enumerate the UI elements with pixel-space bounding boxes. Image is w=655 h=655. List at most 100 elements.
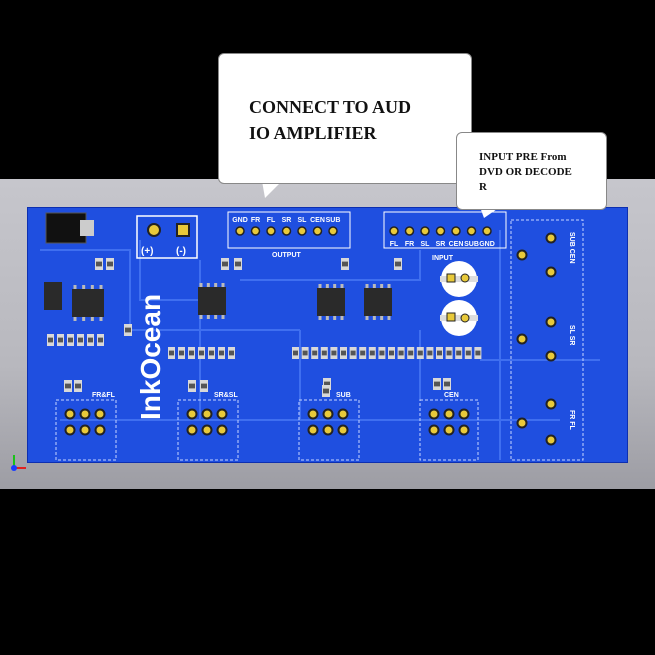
smd-part-body	[323, 388, 329, 394]
output-pin-label: SR	[282, 217, 292, 224]
smd-part-body	[446, 350, 452, 356]
connector-pad	[201, 424, 213, 436]
smd-part-body	[302, 350, 308, 356]
smd-part-body	[169, 350, 174, 356]
smd-part-body	[342, 261, 348, 267]
smd-part-body	[379, 350, 385, 356]
connector-pad	[307, 408, 319, 420]
ic-leg	[372, 284, 376, 288]
input-label: INPUT	[432, 255, 454, 262]
output-pin-label: FR	[251, 217, 260, 224]
connector-pad	[458, 408, 470, 420]
ic-leg	[214, 283, 218, 287]
ic-leg	[206, 315, 210, 319]
connector-pad	[322, 424, 334, 436]
ic-leg	[206, 283, 210, 287]
smd-part-body	[475, 350, 481, 356]
smd-part-body	[222, 261, 228, 267]
callout-amplifier: CONNECT TO AUD IO AMPLIFIER	[218, 53, 472, 184]
side-pad	[516, 333, 528, 345]
input-pin-label: SUB	[464, 241, 479, 248]
side-pad	[516, 417, 528, 429]
ic-leg	[214, 315, 218, 319]
power-terminal	[136, 215, 198, 259]
smd-part-body	[324, 381, 330, 387]
ic-leg	[221, 283, 225, 287]
ic-chips	[44, 282, 392, 317]
smd-part-body	[398, 350, 404, 356]
ic-leg	[99, 317, 103, 321]
ic-leg	[387, 316, 391, 320]
output-pin-pad	[281, 226, 292, 236]
axis-gizmo-icon	[11, 455, 26, 471]
smd-part-body	[434, 381, 440, 387]
connector-pad	[186, 424, 198, 436]
callout-input-pre: INPUT PRE From DVD OR DECODE R	[456, 132, 607, 210]
ic-leg	[318, 316, 322, 320]
input-pin-pad	[404, 226, 415, 236]
side-pad	[545, 266, 557, 278]
smd-part-body	[189, 383, 195, 389]
connector-pad	[216, 424, 228, 436]
ic-leg	[380, 316, 384, 320]
ic-leg	[82, 317, 86, 321]
ic-leg	[333, 284, 337, 288]
input-header	[383, 211, 507, 249]
ic-leg	[365, 316, 369, 320]
ic-leg	[340, 284, 344, 288]
ic-leg	[221, 315, 225, 319]
smd-part-body	[456, 350, 462, 356]
power-plus-label: (+)	[141, 246, 154, 257]
input-pin-label: FR	[405, 241, 414, 248]
ic-leg	[82, 285, 86, 289]
connector-pad	[458, 424, 470, 436]
smd-part-body	[350, 350, 356, 356]
connector-pad	[94, 424, 106, 436]
smd-part-body	[389, 350, 394, 356]
ic-leg	[380, 284, 384, 288]
smd-part-body	[312, 350, 318, 356]
connector-pad	[64, 408, 76, 420]
input-pin-label: GND	[479, 241, 495, 248]
output-pin-pad	[297, 226, 307, 236]
side-label-sl-sr: SL SR	[568, 325, 575, 346]
channel-label-sr-sl: SR&SL	[214, 392, 238, 399]
connector-pad	[428, 408, 440, 420]
smd-part-body	[209, 350, 214, 356]
output-pin-pad	[235, 226, 245, 236]
smd-part-body	[58, 337, 63, 343]
smd-part-body	[98, 337, 103, 343]
output-pin-pad	[328, 226, 338, 236]
smd-part-body	[408, 350, 414, 356]
ic-leg	[90, 285, 94, 289]
output-pin-label: GND	[232, 217, 248, 224]
channel-label-cen: CEN	[444, 392, 459, 399]
connector-pad	[216, 408, 228, 420]
input-pin-pad	[389, 226, 399, 236]
side-pad	[545, 232, 557, 244]
ic-leg	[90, 317, 94, 321]
connector-pad	[186, 408, 198, 420]
output-header	[227, 211, 351, 249]
output-pin-label: SL	[298, 217, 308, 224]
ic-leg	[365, 284, 369, 288]
smd-part-body	[179, 350, 184, 356]
smd-components	[47, 258, 482, 397]
smd-part-body	[229, 350, 234, 356]
output-pin-label: CEN	[310, 217, 325, 224]
smd-part-body	[437, 350, 442, 356]
output-pin-pad	[266, 226, 276, 236]
smd-part-body	[219, 350, 224, 356]
smd-part-body	[201, 383, 207, 389]
connector-pad	[79, 408, 91, 420]
connector-pad	[201, 408, 213, 420]
component-outlines	[55, 219, 584, 461]
output-pin-pad	[250, 226, 261, 236]
input-pin-label: SR	[436, 241, 446, 248]
smd-part-body	[395, 261, 401, 267]
ic-leg	[325, 316, 329, 320]
input-pin-pad	[451, 226, 461, 236]
smd-part-body	[88, 337, 93, 343]
input-pin-pad	[435, 226, 446, 236]
